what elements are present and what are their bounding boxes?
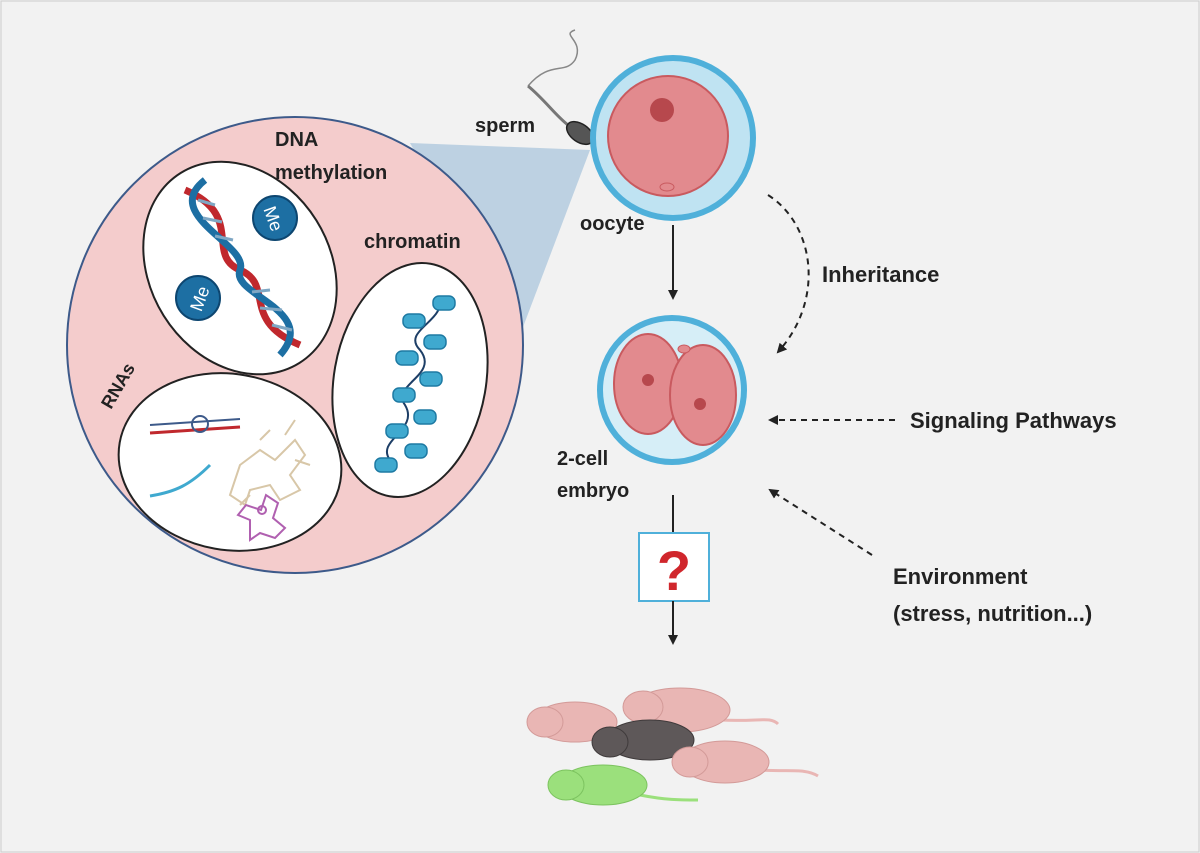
signaling-pathways-label: Signaling Pathways (910, 408, 1117, 433)
dna-methylation-panel: Me Me (142, 160, 338, 376)
rnas-panel (117, 372, 343, 552)
sperm-icon (527, 29, 595, 146)
oocyte-icon (590, 55, 756, 221)
two-cell-label-line1: 2-cell (557, 448, 608, 470)
two-cell-embryo-icon (597, 315, 747, 465)
pup-green-icon (547, 764, 699, 806)
sperm-label: sperm (475, 115, 535, 137)
question-mark: ? (657, 539, 691, 602)
nucleosome-icon (374, 295, 456, 473)
oocyte-label: oocyte (580, 213, 644, 235)
environment-label-line1: Environment (893, 564, 1028, 589)
offspring-pups (526, 687, 819, 806)
inheritance-label: Inheritance (822, 262, 939, 287)
environment-label-line2: (stress, nutrition...) (893, 601, 1092, 626)
methyl-group-icon (252, 195, 298, 241)
dna-methylation-label-line1: DNA (275, 129, 318, 151)
pup-pink-icon (671, 740, 819, 784)
methyl-group-icon (175, 275, 221, 321)
chromatin-panel (331, 262, 489, 498)
two-cell-label-line2: embryo (557, 480, 629, 502)
dna-strand-blue (188, 177, 294, 358)
chromatin-label: chromatin (364, 231, 461, 253)
pup-dark-icon (591, 719, 695, 761)
dna-methylation-label-line2: methylation (275, 162, 387, 184)
environment-arrow (768, 488, 873, 556)
